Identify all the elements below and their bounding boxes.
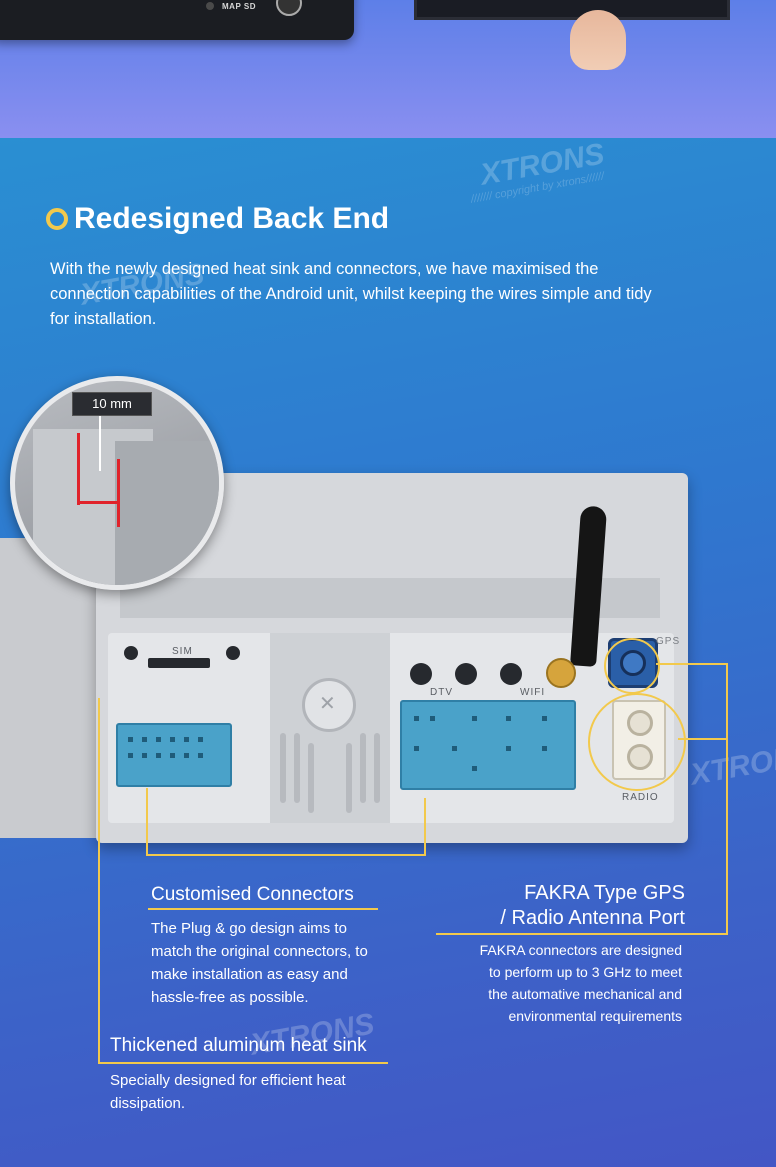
copyright-watermark: /////// copyright by xtrons////// [469, 170, 606, 206]
multi-connector-block [400, 700, 576, 790]
brand-watermark: XTRONS [687, 737, 776, 792]
callout-underline [436, 933, 728, 935]
ring-bullet-icon [46, 208, 68, 230]
head-unit-front: MAP SD [0, 0, 354, 40]
volume-knob-icon [276, 0, 302, 16]
finger-image [570, 10, 626, 70]
screw-hole [124, 646, 138, 660]
button-icon [206, 2, 214, 10]
back-end-section: XTRONS /////// copyright by xtrons//////… [0, 138, 776, 1167]
connectors-body: The Plug & go design aims to match the o… [151, 920, 368, 1006]
callout-line [726, 663, 728, 935]
callout-line [424, 798, 426, 856]
fakra-title-line1: FAKRA Type GPS [524, 882, 685, 904]
wifi-port [500, 663, 522, 685]
callout-line [656, 663, 728, 665]
dtv-port [410, 663, 432, 685]
heat-sink [270, 633, 390, 823]
section-intro: With the newly designed heat sink and co… [50, 260, 652, 328]
radio-label: RADIO [622, 792, 659, 803]
measure-label: 10 mm [72, 392, 152, 416]
radio-highlight-circle [588, 693, 686, 791]
callout-line [678, 738, 728, 740]
callout-underline [98, 1062, 388, 1064]
screw-hole [226, 646, 240, 660]
x-logo-icon [302, 678, 356, 732]
top-banner: MAP SD [0, 0, 776, 138]
heatsink-title: Thickened aluminum heat sink [110, 1035, 367, 1056]
callout-line [146, 788, 148, 856]
callout-line [146, 854, 426, 856]
section-heading: Redesigned Back End [46, 202, 389, 236]
connectors-title: Customised Connectors [151, 884, 354, 905]
callout-underline [148, 908, 378, 910]
gps-highlight-circle [604, 638, 660, 694]
heatsink-body: Specially designed for efficient heat di… [110, 1072, 346, 1112]
wifi-label: WIFI [520, 687, 546, 698]
gps-label: GPS [656, 636, 681, 647]
iso-connector [116, 723, 232, 787]
gold-antenna-connector [546, 658, 576, 688]
dtv-port [455, 663, 477, 685]
fakra-title-line2: / Radio Antenna Port [500, 907, 685, 929]
sim-label: SIM [172, 646, 193, 657]
callout-line [98, 698, 100, 1064]
side-plate [0, 538, 106, 838]
screen-preview [414, 0, 730, 20]
fakra-body: FAKRA connectors are designed to perform… [479, 942, 682, 1024]
section-title: Redesigned Back End [74, 202, 390, 235]
map-sd-label: MAP SD [222, 2, 256, 11]
sim-slot [148, 658, 210, 668]
dtv-label: DTV [430, 687, 453, 698]
